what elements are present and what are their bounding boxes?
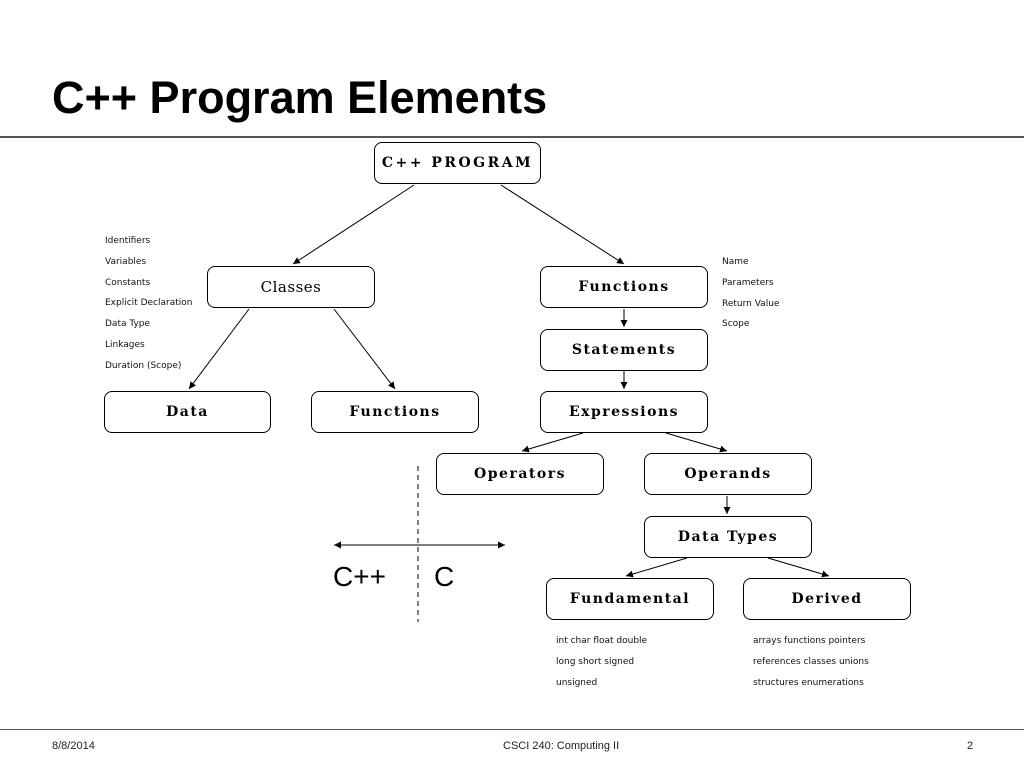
node-expressions: Expressions	[540, 391, 708, 433]
edge-classes-functions	[333, 308, 396, 390]
node-cpp-program: C++ PROGRAM	[374, 142, 541, 184]
classes-notes-list: Identifiers Variables Constants Explicit…	[105, 231, 192, 377]
list-item: unsigned	[556, 677, 598, 688]
list-item: Variables	[105, 256, 147, 267]
list-item: references classes unions	[753, 656, 869, 667]
footer-date: 8/8/2014	[52, 740, 95, 752]
node-operators: Operators	[436, 453, 604, 495]
list-item: Name	[722, 257, 749, 267]
list-item: Identifiers	[105, 236, 151, 246]
edge-expressions-operators	[521, 432, 584, 453]
list-item: Data Type	[105, 319, 151, 330]
list-item: long short signed	[556, 656, 635, 667]
edge-datatypes-fundamental	[625, 557, 688, 578]
footer-divider	[0, 729, 1024, 730]
list-item: Scope	[722, 319, 750, 330]
edge-expressions-operands	[665, 432, 728, 453]
edge-datatypes-derived	[767, 557, 830, 578]
list-item: Constants	[105, 277, 151, 288]
list-item: Return Value	[722, 298, 780, 309]
node-classes: Classes	[207, 266, 375, 308]
node-fundamental: Fundamental	[546, 578, 714, 620]
language-label-cpp: C++	[333, 561, 386, 592]
fundamental-notes-list: int char float double long short signed …	[556, 631, 647, 693]
language-label-c: C	[434, 561, 455, 592]
derived-notes-list: arrays functions pointers references cla…	[753, 631, 869, 693]
edge-classes-data	[188, 308, 250, 390]
footer-page-number: 2	[967, 740, 974, 752]
node-derived: Derived	[743, 578, 911, 620]
edge-program-functions	[500, 184, 625, 265]
list-item: Explicit Declaration	[105, 298, 193, 309]
list-item: Parameters	[722, 277, 774, 288]
list-item: structures enumerations	[753, 677, 864, 688]
list-item: arrays functions pointers	[753, 636, 866, 646]
node-data-types: Data Types	[644, 516, 812, 558]
node-functions-class: Functions	[311, 391, 479, 433]
node-data: Data	[104, 391, 271, 433]
functions-notes-list: Name Parameters Return Value Scope	[722, 252, 779, 335]
edge-program-classes	[292, 184, 415, 265]
list-item: int char float double	[556, 636, 648, 646]
slide-title: C++ Program Elements	[52, 72, 548, 123]
node-operands: Operands	[644, 453, 812, 495]
title-divider	[0, 136, 1024, 138]
node-statements: Statements	[540, 329, 708, 371]
footer-course: CSCI 240: Computing II	[503, 740, 620, 752]
list-item: Linkages	[105, 339, 145, 350]
list-item: Duration (Scope)	[105, 360, 182, 371]
node-functions-main: Functions	[540, 266, 708, 308]
